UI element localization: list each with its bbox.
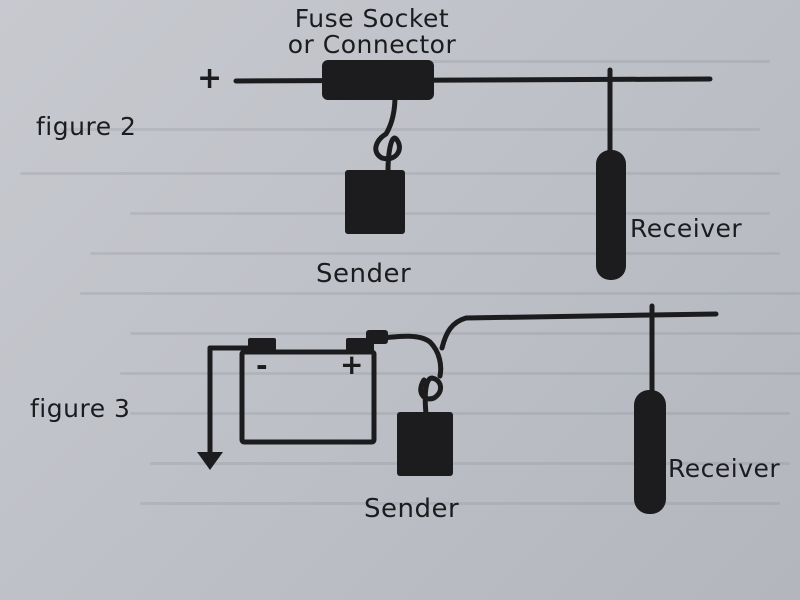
battery-case	[239, 349, 377, 445]
fuse-label-line-1: Fuse Socket	[294, 4, 450, 33]
fig2-positive-wire	[233, 76, 713, 84]
fig3-receiver-body	[634, 390, 666, 514]
fuse-label-line-2: or Connector	[287, 30, 457, 59]
fig2-receiver-label: Receiver	[630, 214, 743, 243]
fig2-receiver-body	[596, 150, 626, 280]
ground-arrow	[197, 452, 223, 470]
fig3-positive-wire-loop	[379, 333, 444, 379]
fig3-receiver-label: Receiver	[668, 454, 781, 483]
fig3-receiver-wire	[439, 311, 719, 351]
fig3-sender-block	[397, 412, 453, 476]
fig2-sender-label: Sender	[316, 259, 412, 289]
battery-positive-clip	[366, 330, 388, 344]
battery-positive-sign: +	[340, 348, 364, 381]
battery-negative-sign: -	[256, 349, 269, 382]
fuse-socket	[322, 60, 434, 100]
fig3-sender-label: Sender	[364, 494, 460, 524]
fig2-sender-block	[345, 170, 405, 234]
battery-terminal-negative	[248, 338, 276, 354]
fig2-sender-lead	[373, 93, 402, 175]
figure-3-title: figure 3	[30, 394, 131, 423]
fuse-socket-label: Fuse Socket or Connector	[262, 6, 482, 58]
fig2-positive-sign: +	[197, 61, 223, 96]
figure-2-title: figure 2	[36, 112, 137, 141]
fig3-sender-lead	[418, 375, 443, 417]
